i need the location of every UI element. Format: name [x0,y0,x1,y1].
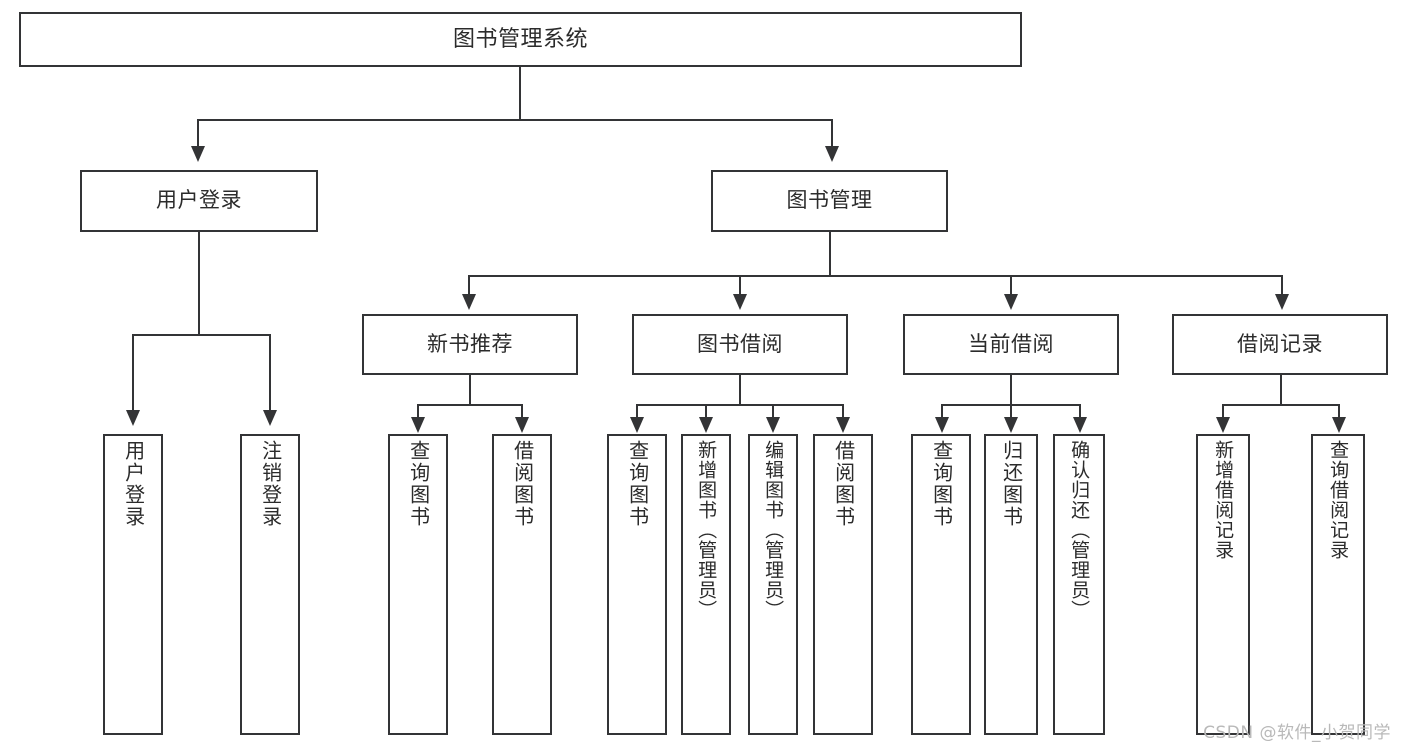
node-root-label: 图书管理系统 [452,26,588,52]
arrow-leaf-confirm-return [1073,417,1087,433]
arrow-to-book-manage [825,146,839,162]
connector-user-login-drop-2 [269,334,271,411]
node-leaf-borrow-book-1[interactable]: 借阅图书 [492,434,552,735]
arrow-leaf-query-record [1332,417,1346,433]
node-root[interactable]: 图书管理系统 [19,12,1022,67]
connector-borrow-record-drop-1 [1222,404,1224,418]
node-leaf-query-book-1-label: 查询图书 [406,440,431,528]
connector-borrow-record-stem [1280,375,1282,405]
connector-book-borrow-drop-3 [772,404,774,418]
connector-new-book-rec-drop-1 [417,404,419,418]
connector-new-book-rec-bar [417,404,523,406]
arrow-leaf-edit-book [766,417,780,433]
node-book-manage-label: 图书管理 [786,188,873,213]
connector-book-borrow-bar [636,404,844,406]
node-book-borrow[interactable]: 图书借阅 [632,314,848,375]
arrow-leaf-add-record [1216,417,1230,433]
node-user-login[interactable]: 用户登录 [80,170,318,232]
arrow-leaf-add-book [699,417,713,433]
connector-new-book-rec-stem [469,375,471,405]
connector-to-new-book-rec [468,275,470,295]
node-leaf-borrow-book-1-label: 借阅图书 [510,440,535,528]
connector-to-current-borrow [1010,275,1012,295]
connector-current-borrow-drop-3 [1079,404,1081,418]
node-leaf-add-book-label: 新增图书（管理员） [695,440,718,620]
arrow-leaf-borrow-book-1 [515,417,529,433]
node-leaf-edit-book-label: 编辑图书（管理员） [762,440,785,620]
connector-book-borrow-stem [739,375,741,405]
connector-root-stem [519,67,521,120]
node-leaf-user-login-label: 用户登录 [121,440,146,528]
node-new-book-rec[interactable]: 新书推荐 [362,314,578,375]
arrow-leaf-query-book-1 [411,417,425,433]
node-new-book-rec-label: 新书推荐 [427,331,513,356]
connector-book-manage-stem [829,232,831,276]
node-leaf-query-book-3-label: 查询图书 [929,440,954,528]
connector-borrow-record-drop-2 [1338,404,1340,418]
node-leaf-logout[interactable]: 注销登录 [240,434,300,735]
node-leaf-query-record[interactable]: 查询借阅记录 [1311,434,1365,735]
node-leaf-query-book-2[interactable]: 查询图书 [607,434,667,735]
connector-user-login-bar [132,334,271,336]
node-leaf-query-book-3[interactable]: 查询图书 [911,434,971,735]
node-leaf-query-record-label: 查询借阅记录 [1327,440,1350,560]
node-current-borrow-label: 当前借阅 [968,331,1054,356]
node-book-manage[interactable]: 图书管理 [711,170,948,232]
node-leaf-return-book[interactable]: 归还图书 [984,434,1038,735]
node-leaf-query-book-2-label: 查询图书 [625,440,650,528]
arrow-leaf-logout [263,410,277,426]
arrow-to-borrow-record [1275,294,1289,310]
connector-book-borrow-drop-1 [636,404,638,418]
node-leaf-add-book[interactable]: 新增图书（管理员） [681,434,731,735]
node-leaf-logout-label: 注销登录 [258,440,283,528]
connector-to-borrow-record [1281,275,1283,295]
connector-current-borrow-stem [1010,375,1012,405]
node-leaf-query-book-1[interactable]: 查询图书 [388,434,448,735]
node-leaf-user-login[interactable]: 用户登录 [103,434,163,735]
node-current-borrow[interactable]: 当前借阅 [903,314,1119,375]
arrow-leaf-user-login [126,410,140,426]
connector-to-book-manage [831,119,833,147]
node-leaf-confirm-return[interactable]: 确认归还（管理员） [1053,434,1105,735]
arrow-leaf-query-book-3 [935,417,949,433]
arrow-leaf-query-book-2 [630,417,644,433]
node-leaf-add-record[interactable]: 新增借阅记录 [1196,434,1250,735]
connector-current-borrow-drop-2 [1010,404,1012,418]
connector-to-book-borrow [739,275,741,295]
arrow-leaf-return-book [1004,417,1018,433]
connector-level2-bar [197,119,833,121]
arrow-to-current-borrow [1004,294,1018,310]
node-leaf-borrow-book-2[interactable]: 借阅图书 [813,434,873,735]
node-leaf-return-book-label: 归还图书 [999,440,1024,528]
node-leaf-borrow-book-2-label: 借阅图书 [831,440,856,528]
arrow-to-user-login [191,146,205,162]
connector-book-borrow-drop-2 [705,404,707,418]
connector-to-user-login [197,119,199,147]
connector-current-borrow-drop-1 [941,404,943,418]
connector-borrow-record-bar [1222,404,1340,406]
connector-book-borrow-drop-4 [842,404,844,418]
node-borrow-record[interactable]: 借阅记录 [1172,314,1388,375]
node-user-login-label: 用户登录 [156,188,242,213]
node-book-borrow-label: 图书借阅 [697,331,783,356]
connector-user-login-stem [198,232,200,335]
node-leaf-confirm-return-label: 确认归还（管理员） [1068,440,1091,620]
connector-level3-bar [468,275,1282,277]
node-borrow-record-label: 借阅记录 [1237,331,1323,356]
node-leaf-add-record-label: 新增借阅记录 [1212,440,1235,560]
watermark: CSDN @软件_小贺同学 [1203,723,1391,743]
arrow-leaf-borrow-book-2 [836,417,850,433]
connector-new-book-rec-drop-2 [521,404,523,418]
arrow-to-book-borrow [733,294,747,310]
arrow-to-new-book-rec [462,294,476,310]
connector-user-login-drop-1 [132,334,134,411]
node-leaf-edit-book[interactable]: 编辑图书（管理员） [748,434,798,735]
